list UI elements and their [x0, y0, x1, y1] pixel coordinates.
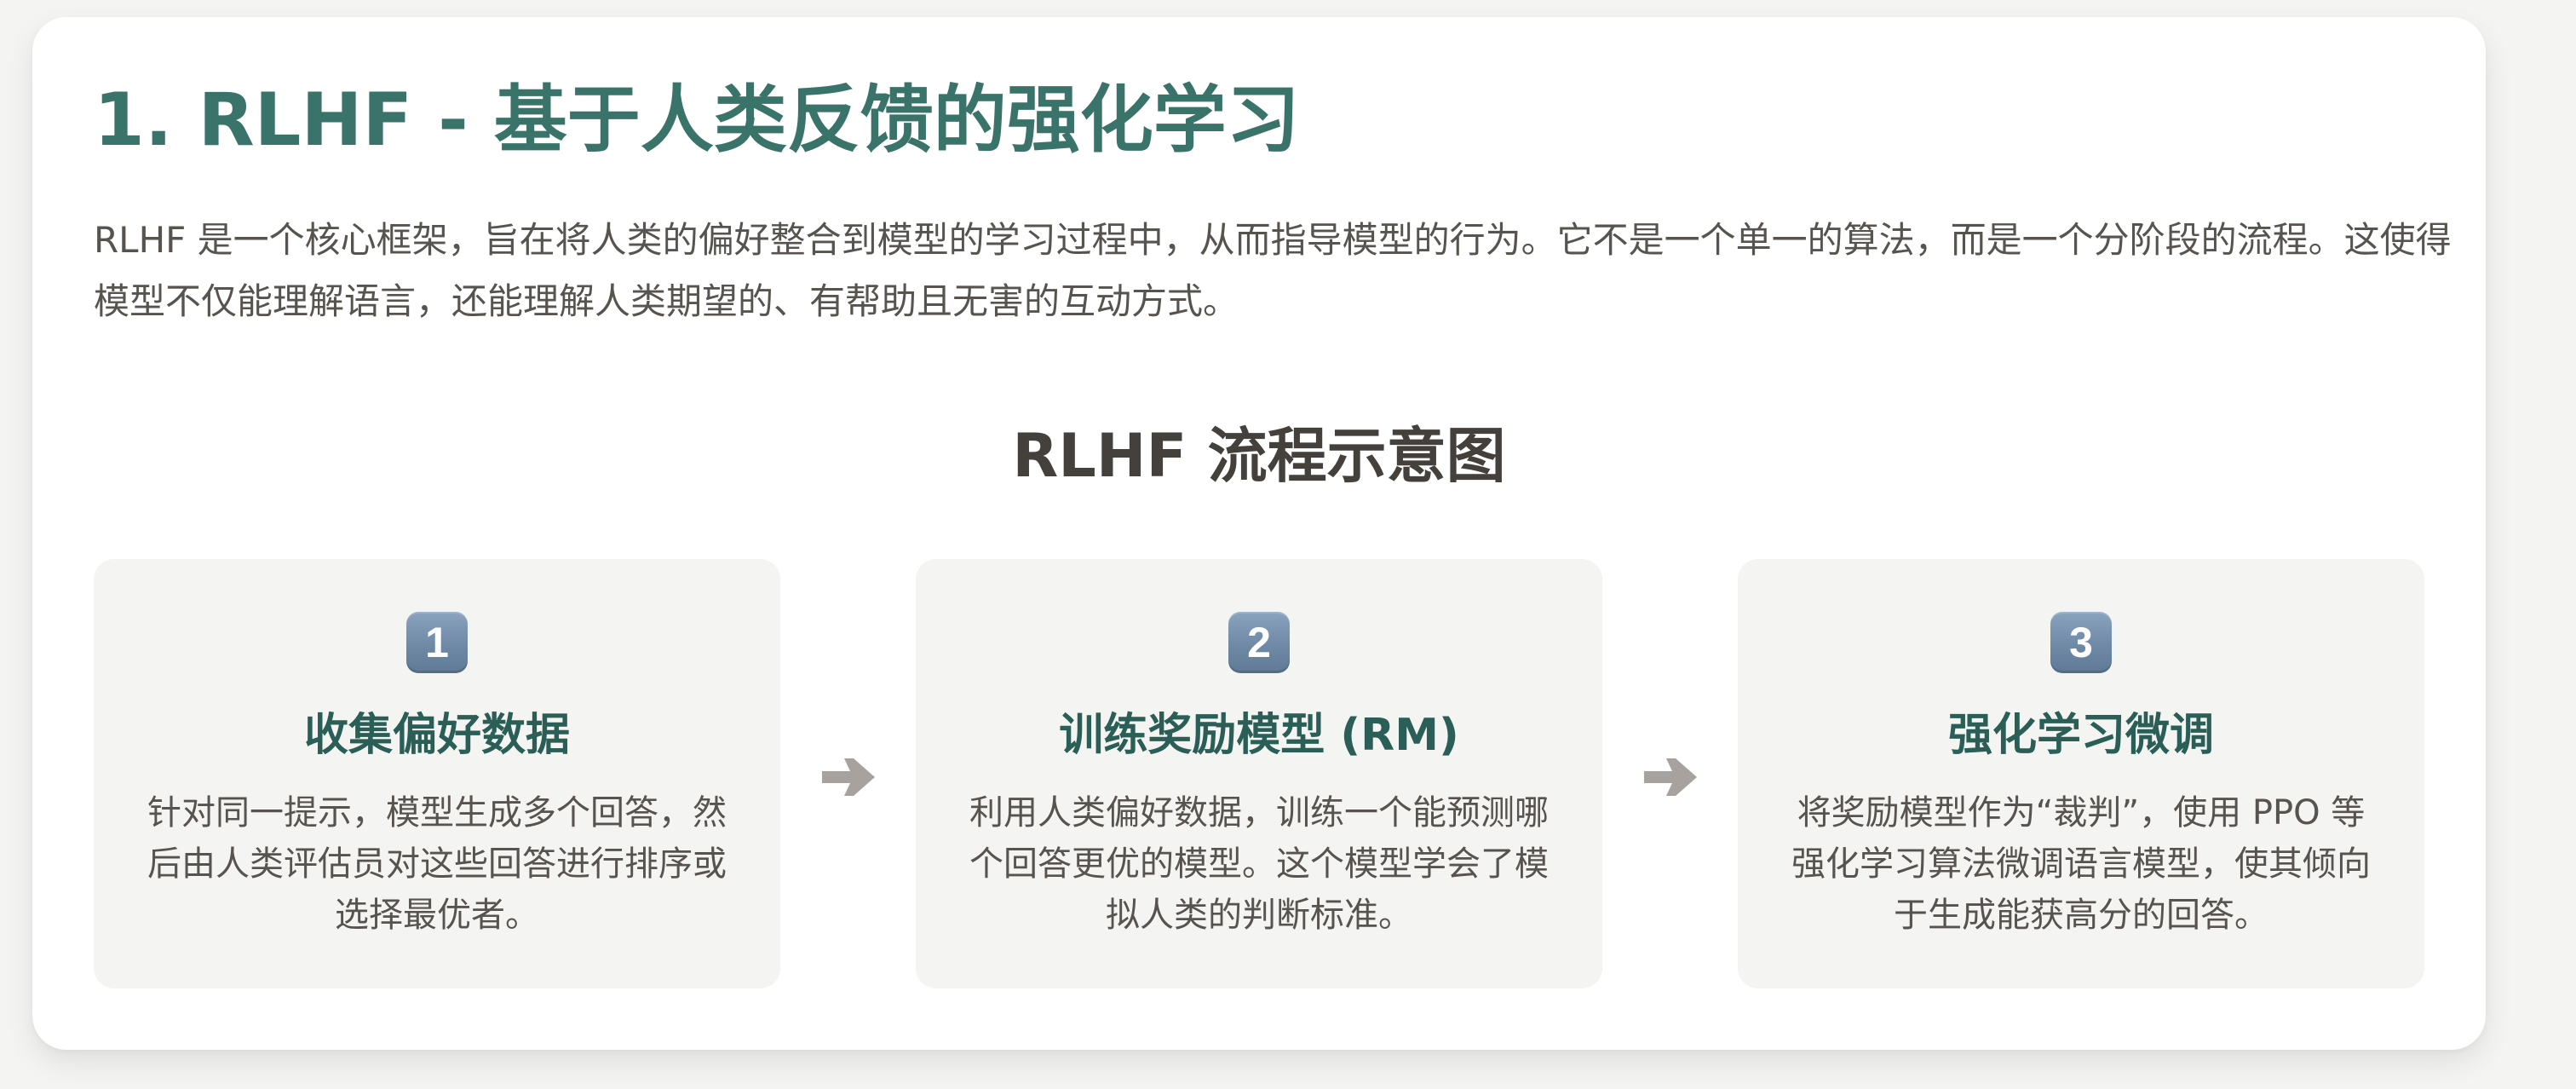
- step-title: 训练奖励模型 (RM): [1059, 710, 1459, 761]
- step-card-rl-finetuning: 3 强化学习微调 将奖励模型作为“裁判”，使用 PPO 等强化学习算法微调语言模…: [1738, 559, 2424, 988]
- diagram-heading: RLHF 流程示意图: [1012, 421, 1506, 491]
- intro-paragraph: RLHF 是一个核心框架，旨在将人类的偏好整合到模型的学习过程中，从而指导模型的…: [94, 219, 2452, 322]
- step-card-collect-preferences: 1 收集偏好数据 针对同一提示，模型生成多个回答，然后由人类评估员对这些回答进行…: [94, 559, 780, 988]
- step-title: 强化学习微调: [1947, 710, 2214, 761]
- content-card: 1. RLHF - 基于人类反馈的强化学习 RLHF 是一个核心框架，旨在将人类…: [32, 17, 2486, 1050]
- step-title: 收集偏好数据: [303, 710, 570, 761]
- step-card-train-reward-model: 2 训练奖励模型 (RM) 利用人类偏好数据，训练一个能预测哪个回答更优的模型。…: [916, 559, 1602, 988]
- step-description: 将奖励模型作为“裁判”，使用 PPO 等强化学习算法微调语言模型，使其倾向于生成…: [1791, 792, 2371, 935]
- page-title: 1. RLHF - 基于人类反馈的强化学习: [94, 78, 1300, 163]
- right-arrow-icon: [1602, 559, 1738, 988]
- step-description: 针对同一提示，模型生成多个回答，然后由人类评估员对这些回答进行排序或选择最优者。: [147, 792, 727, 935]
- rlhf-flow-diagram: 1 收集偏好数据 针对同一提示，模型生成多个回答，然后由人类评估员对这些回答进行…: [94, 559, 2424, 988]
- right-arrow-icon: [780, 559, 916, 988]
- keycap-3-icon: 3: [2050, 612, 2112, 673]
- step-description: 利用人类偏好数据，训练一个能预测哪个回答更优的模型。这个模型学会了模拟人类的判断…: [969, 792, 1549, 935]
- keycap-1-icon: 1: [406, 612, 468, 673]
- keycap-2-icon: 2: [1228, 612, 1290, 673]
